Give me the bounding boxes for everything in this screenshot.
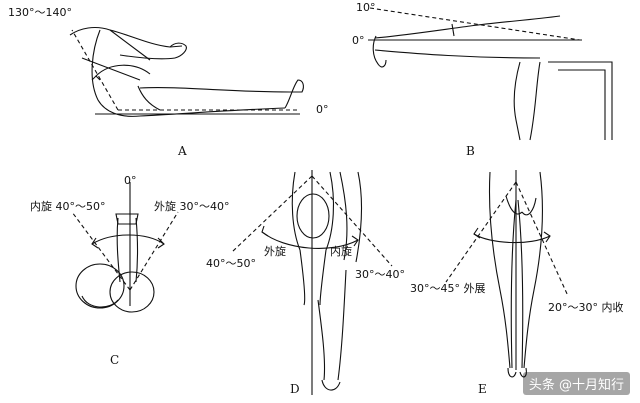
panel-c-knee-left bbox=[76, 264, 124, 308]
panel-d-right-label: 内旋 bbox=[330, 245, 352, 258]
panel-c-left-line bbox=[72, 212, 130, 290]
panel-a-thigh-lower bbox=[82, 58, 140, 80]
panel-b-standing-leg-front bbox=[514, 62, 520, 140]
panel-d-right-range: 30°～40° bbox=[355, 268, 405, 281]
panel-a-straight-leg-bottom bbox=[140, 108, 285, 116]
panel-d-letter: D bbox=[290, 382, 300, 396]
panel-d-arc bbox=[262, 232, 358, 248]
panel-d-shin-right-b bbox=[338, 270, 346, 380]
panel-c-arrow-right bbox=[158, 238, 164, 248]
panel-d-arrow-left bbox=[262, 226, 268, 236]
panel-c-left-label: 内旋 40°～50° bbox=[30, 200, 106, 213]
panel-a-arrowhead bbox=[92, 76, 100, 80]
panel-d-knee bbox=[297, 194, 329, 238]
panel-e-letter: E bbox=[478, 382, 487, 396]
panel-c-foot bbox=[116, 214, 138, 224]
panel-a-angle-zero: 0° bbox=[316, 103, 329, 116]
panel-c-arc bbox=[92, 235, 164, 244]
panel-c-thigh-left bbox=[82, 296, 118, 307]
panel-b-extension-line bbox=[370, 8, 580, 40]
panel-e-leg-right-outer bbox=[524, 172, 542, 368]
panel-a-straight-leg-top bbox=[140, 88, 290, 92]
panel-e-leg-right-inner bbox=[518, 200, 523, 368]
panel-d-figure bbox=[232, 170, 392, 395]
panel-e-knee-right bbox=[522, 198, 536, 215]
panel-e-foot-left bbox=[508, 368, 516, 377]
panel-b-standing-leg-back bbox=[530, 62, 540, 140]
panel-c-right-label: 外旋 30°～40° bbox=[154, 200, 230, 213]
panel-d-arrow-right bbox=[352, 236, 358, 246]
panel-d-thigh-left-inner bbox=[326, 172, 333, 250]
panel-d-left-label: 外旋 bbox=[264, 245, 286, 258]
panel-b-arc bbox=[452, 24, 454, 36]
panel-e-left-label: 30°～45° 外展 bbox=[410, 282, 486, 295]
panel-a-flexion-line bbox=[72, 30, 118, 110]
panel-b-table-inner bbox=[558, 70, 605, 140]
panel-e-figure bbox=[446, 170, 568, 377]
panel-b-letter: B bbox=[466, 144, 475, 158]
panel-a-straight-foot bbox=[285, 80, 303, 108]
panel-e-leg-left-inner bbox=[511, 200, 516, 368]
panel-c-figure bbox=[72, 182, 178, 312]
panel-a-letter: A bbox=[178, 144, 187, 158]
panel-d-thigh-left-outer bbox=[292, 172, 300, 250]
panel-d-left-range: 40°～50° bbox=[206, 257, 256, 270]
panel-e-arrow-left bbox=[474, 228, 480, 238]
panel-a-shin-lower bbox=[120, 55, 175, 59]
panel-d-thigh-right-outer bbox=[340, 172, 347, 260]
panel-a-shin bbox=[110, 30, 182, 47]
panel-e-abduction-line bbox=[446, 182, 516, 282]
panel-d-right-line bbox=[312, 176, 392, 266]
panel-b-angle-zero: 0° bbox=[352, 34, 365, 47]
panel-a-angle-top: 130°～140° bbox=[8, 6, 72, 19]
panel-a-buttock bbox=[92, 30, 140, 116]
panel-e-arrow-right bbox=[544, 232, 550, 242]
panel-c-arrow-left bbox=[92, 238, 98, 248]
panel-b-angle-top: 10° bbox=[356, 1, 376, 14]
panel-a-foot bbox=[170, 43, 186, 58]
panel-a-figure bbox=[70, 28, 303, 117]
panel-e-foot-right bbox=[520, 368, 526, 377]
panel-c-knee-right bbox=[110, 272, 154, 312]
panel-a-thigh bbox=[70, 28, 150, 60]
panel-a-knee bbox=[138, 86, 160, 110]
panel-a-arc bbox=[96, 65, 150, 76]
panel-d-calf-left-b bbox=[320, 250, 326, 305]
panel-c-letter: C bbox=[110, 353, 120, 367]
panel-d-thigh-right-inner bbox=[356, 172, 362, 262]
panel-d-left-line bbox=[232, 176, 312, 252]
panel-b-back bbox=[375, 16, 560, 38]
panel-e-leg-left-outer bbox=[489, 172, 510, 368]
panel-b-table-edge bbox=[548, 62, 612, 140]
panel-e-arc bbox=[474, 234, 550, 243]
panel-c-right-line bbox=[130, 212, 178, 290]
panel-d-shin-right-a bbox=[318, 300, 325, 380]
panel-b-foot bbox=[373, 36, 386, 67]
panel-e-right-label: 20°～30° 内收 bbox=[548, 301, 624, 314]
panel-b-belly bbox=[375, 50, 540, 58]
panel-d-foot bbox=[322, 380, 340, 390]
panel-c-zero: 0° bbox=[124, 174, 137, 187]
panel-b-figure bbox=[368, 8, 612, 140]
panel-e-knee-left bbox=[506, 196, 522, 214]
panel-d-calf-left-a bbox=[300, 250, 305, 305]
watermark: 头条 @十月知行 bbox=[522, 372, 630, 395]
